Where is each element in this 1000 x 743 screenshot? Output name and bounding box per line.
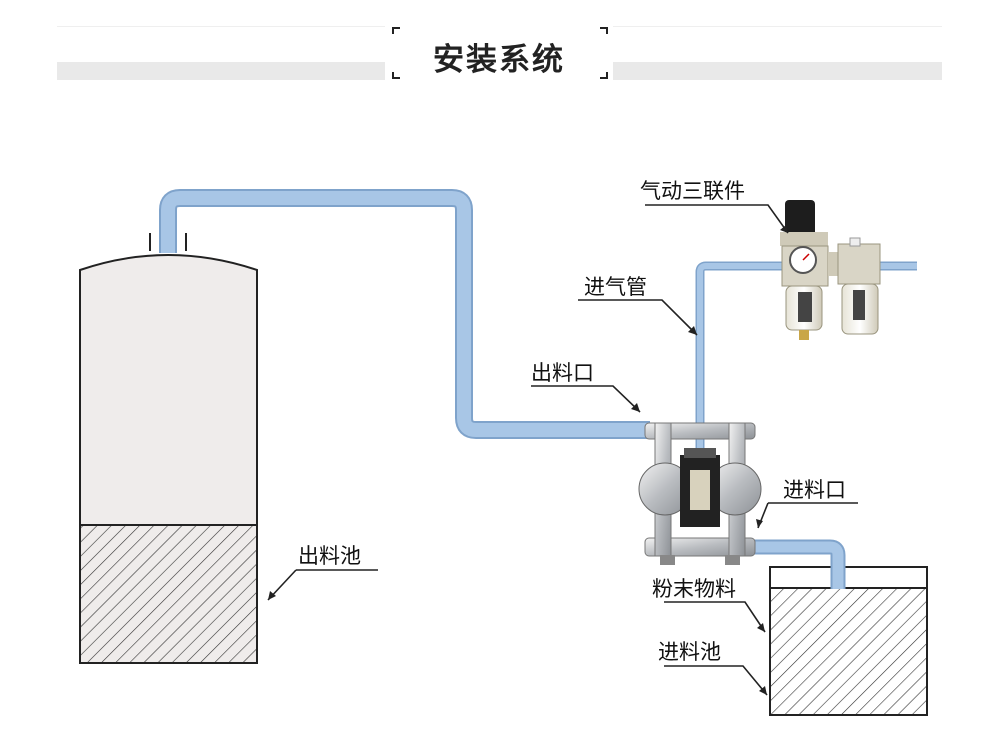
discharge-tank-label: 出料池 <box>298 544 361 568</box>
discharge-pipe <box>159 189 650 439</box>
air-frl-unit <box>780 200 881 340</box>
powder-material-label: 粉末物料 <box>652 577 736 601</box>
suction-pipe <box>745 539 846 589</box>
leader-arrowheads <box>268 225 788 695</box>
discharge-tank <box>79 233 258 664</box>
suction-port-label: 进料口 <box>783 478 846 502</box>
air-frl-label: 气动三联件 <box>640 179 745 203</box>
air-inlet-pipe-line <box>695 261 917 450</box>
air-inlet-pipe-label: 进气管 <box>584 275 647 299</box>
leader-lines <box>267 204 858 696</box>
page-title: 安装系统 <box>433 42 565 78</box>
diaphragm-pump <box>638 422 762 565</box>
title-box <box>385 24 613 82</box>
title-brackets <box>392 27 608 79</box>
discharge-port-label: 出料口 <box>531 361 594 385</box>
feed-tank-label: 进料池 <box>658 640 721 664</box>
feed-tank <box>769 566 928 716</box>
